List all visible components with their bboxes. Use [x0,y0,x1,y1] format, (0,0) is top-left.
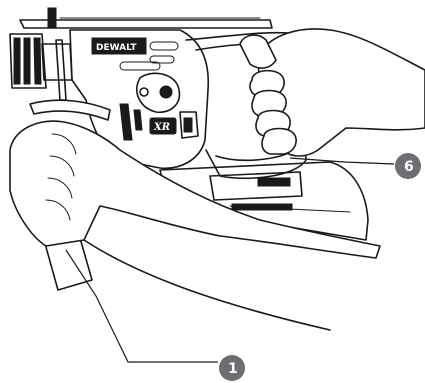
depth-rod-clamp [48,8,56,28]
finger [262,129,296,154]
side-handle-grip-top [30,100,110,120]
trigger [180,112,198,138]
thumb [240,35,276,68]
callout-1: 1 [66,250,245,381]
callout-6: 6 [290,153,421,179]
mode-selector-knob [137,73,180,112]
side-vents [120,104,142,140]
right-hand [240,29,425,156]
callout-6-label: 6 [404,159,414,175]
housing-slot [150,42,178,50]
battery-indicator [258,178,290,186]
battery-label-strip [232,204,292,210]
logo-label: XR [153,122,170,133]
xr-logo: XR [150,118,176,134]
brand-plate: DEWALT [92,38,146,54]
brand-label: DEWALT [96,43,137,53]
callout-1-label: 1 [228,361,238,377]
top-rail [20,20,272,28]
left-hand [10,121,380,330]
